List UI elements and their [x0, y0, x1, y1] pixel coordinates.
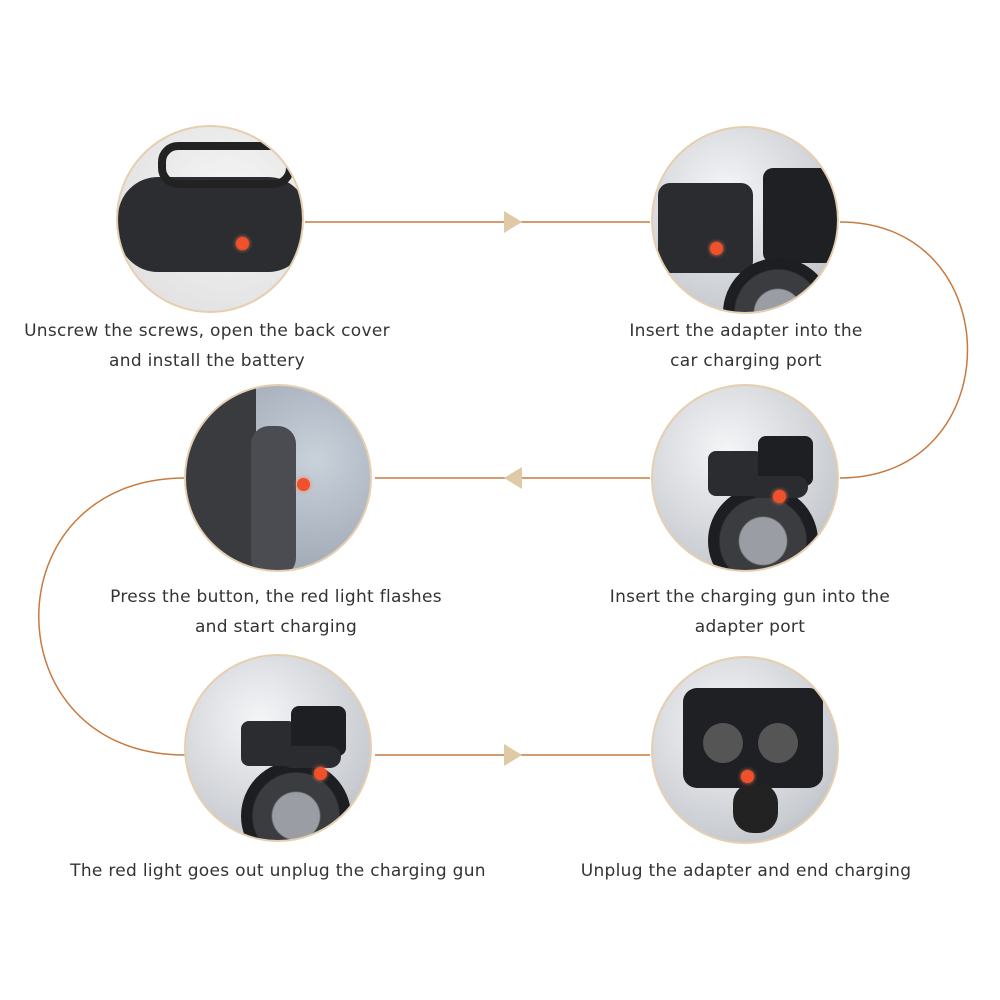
arrow-right-icon: [504, 211, 522, 233]
step-6-image: [651, 656, 839, 844]
caption-line: Insert the adapter into the: [629, 321, 863, 341]
step-1-image: [116, 125, 304, 313]
step-6-caption: Unplug the adapter and end charging: [526, 856, 966, 886]
connector-2-3: [839, 221, 969, 479]
caption-line: Unscrew the screws, open the back cover: [24, 321, 390, 341]
caption-line: car charging port: [670, 351, 822, 371]
connector-4-5: [38, 477, 186, 756]
step-4-caption: Press the button, the red light flashes …: [56, 582, 496, 642]
step-1-caption: Unscrew the screws, open the back cover …: [0, 316, 427, 376]
caption-line: adapter port: [694, 617, 806, 637]
arrow-left-icon: [504, 467, 522, 489]
step-5-image: [184, 654, 372, 842]
caption-line: Press the button, the red light flashes: [110, 587, 442, 607]
caption-line: Insert the charging gun into the: [609, 587, 891, 607]
caption-line: and start charging: [194, 617, 358, 637]
arrow-right-icon: [504, 744, 522, 766]
caption-line: The red light goes out unplug the chargi…: [70, 861, 486, 881]
step-3-image: [651, 384, 839, 572]
step-2-image: [651, 126, 839, 314]
caption-line: Unplug the adapter and end charging: [580, 861, 912, 881]
step-4-image: [184, 384, 372, 572]
step-5-caption: The red light goes out unplug the chargi…: [58, 856, 498, 886]
step-2-caption: Insert the adapter into the car charging…: [526, 316, 966, 376]
caption-line: and install the battery: [109, 351, 305, 371]
step-3-caption: Insert the charging gun into the adapter…: [530, 582, 970, 642]
